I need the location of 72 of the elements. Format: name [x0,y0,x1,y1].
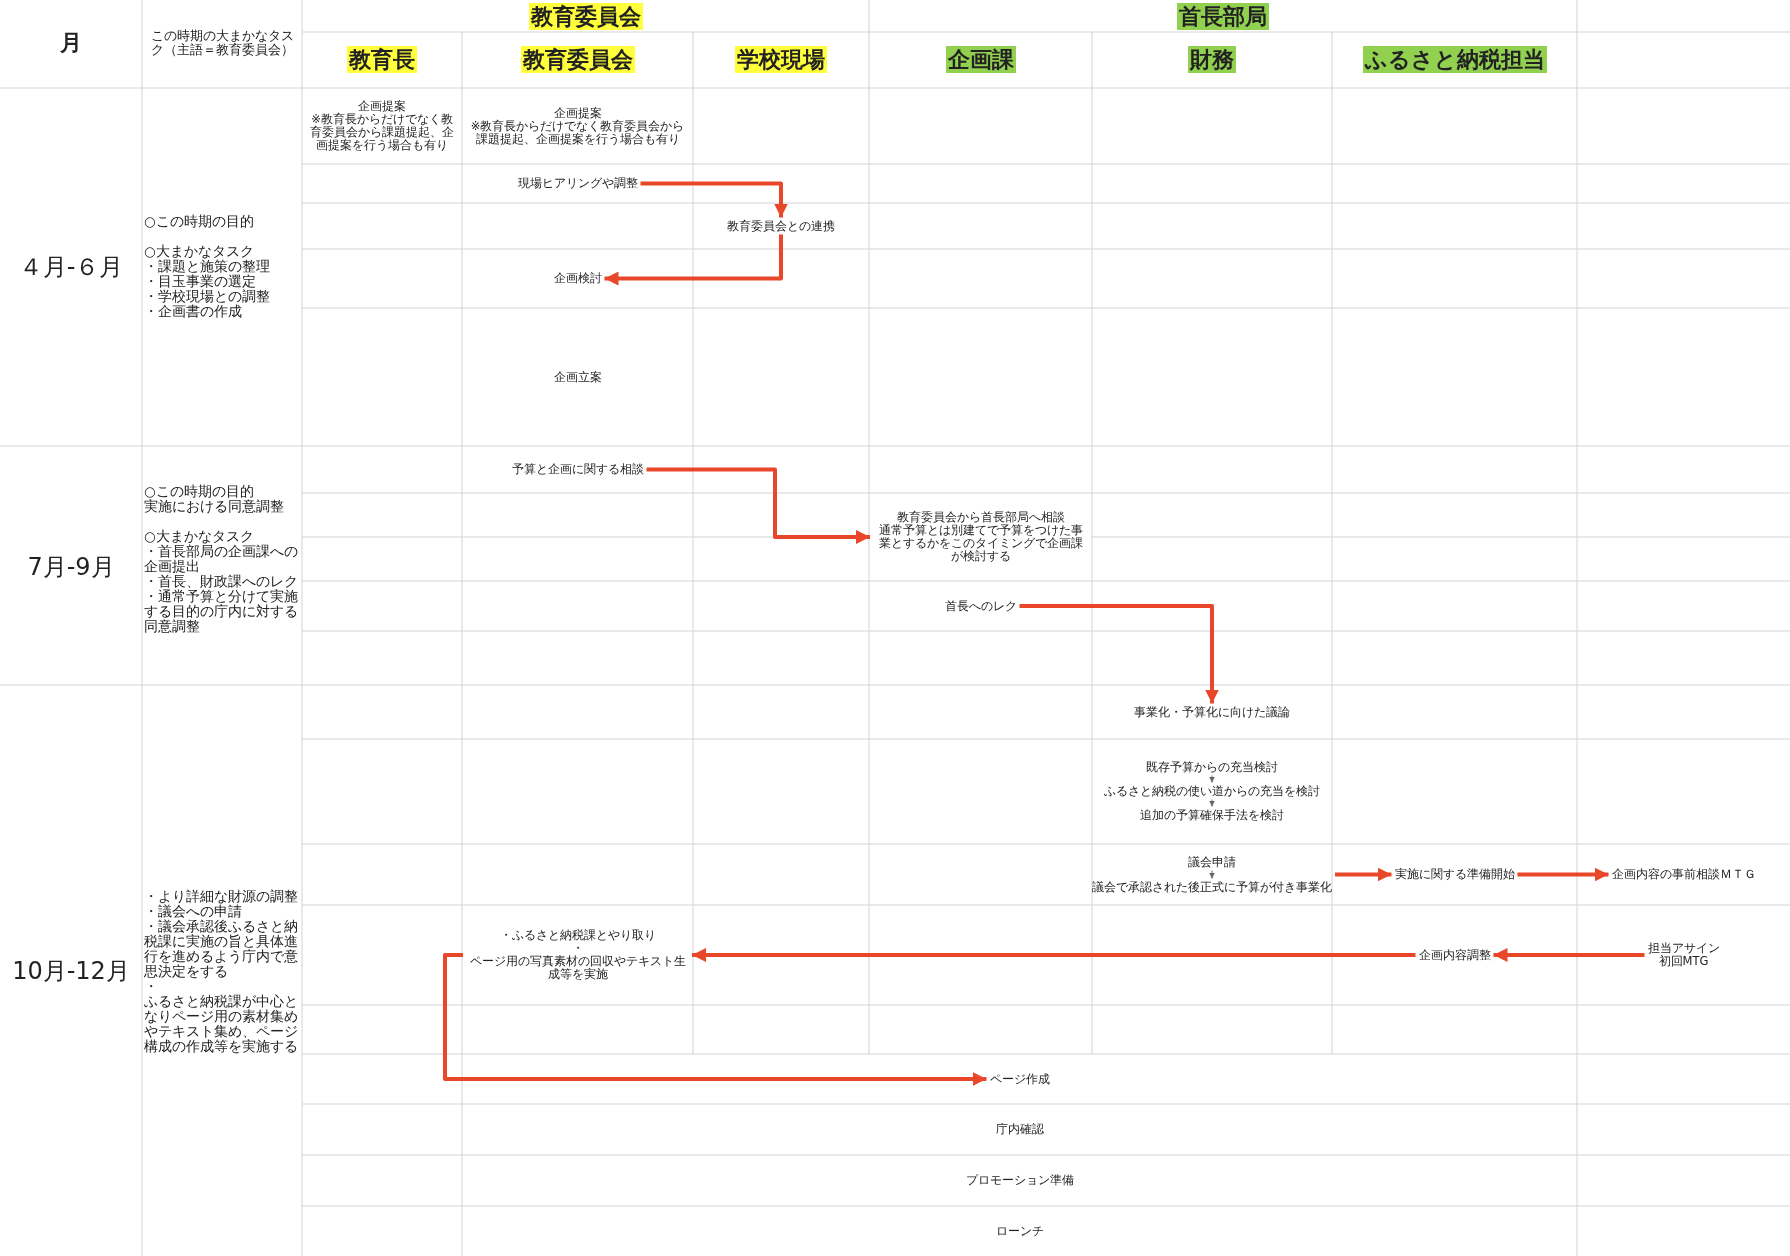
task-text: 首長へのレク [941,597,1020,615]
task-note: ・通常予算と分けて実施する目的の庁内に対する同意調整 [144,589,298,634]
arrow [443,953,987,1086]
task-text: 事業化・予算化に向けた議論 [1131,703,1293,721]
task-text: 教育委員会との連携 [724,217,838,235]
task-text: 教育委員会から首長部局へ相談 [895,511,1066,524]
task-text: ふるさと納税の使い道からの充当を検討 [1101,782,1323,800]
column-header: 財務 [1188,45,1236,73]
task-note: ・議会への申請 [144,904,243,919]
task-text: 企画内容調整 [1415,946,1494,964]
task-note: ・首長部局の企画課への企画提出 [144,544,298,574]
task-text: ※教育長からだけでなく教育委員会から課題提起、企画提案を行う場合も有り [309,113,455,152]
task-text: 庁内確認 [992,1121,1047,1138]
task-note: ・課題と施策の整理 [144,259,271,274]
task-text: 担当アサイン [1647,942,1720,955]
column-header: 教育長 [347,45,417,73]
period-label: 7月-9月 [27,552,115,583]
task-text: 初回MTG [1657,955,1710,968]
arrow [1493,948,1645,962]
task-note: ○この時期の目的 [144,484,255,499]
task-text: 追加の予算確保手法を検討 [1137,806,1287,824]
task-text: 議会で承認された後正式に予算が付き事業化 [1089,878,1335,896]
task-text: プロモーション準備 [962,1172,1077,1189]
task-text: ※教育長からだけでなく教育委員会から課題提起、企画提案を行う場合も有り [469,119,686,146]
arrow [1209,799,1215,807]
arrow [1209,775,1215,783]
arrow [604,234,783,286]
task-text: ページ作成 [986,1070,1053,1088]
arrow [1209,870,1215,879]
task-note: ・目玉事業の選定 [144,274,257,289]
task-text: 現場ヒアリングや調整 [514,175,641,192]
task-text: 企画検討 [550,270,605,287]
column-header: この時期の大まかなタスク（主語＝教育委員会） [150,29,294,57]
task-text: 企画提案 [358,100,407,113]
task-note: ・企画書の作成 [144,304,243,319]
column-header: 月 [60,28,82,57]
task-note: ・首長、財政課へのレク [144,574,298,589]
arrow [1019,604,1219,704]
arrow [646,467,870,544]
task-note: ○大まかなタスク [144,529,255,544]
task-text: 実施に関する準備開始 [1391,866,1518,883]
task-text: 企画内容の事前相談ＭＴＧ [1608,866,1759,883]
task-note: 実施における同意調整 [144,499,285,514]
task-note: ふるさと納税課が中心となりページ用の素材集めやテキスト集め、ページ構成の作成等を実施する [144,994,298,1054]
task-text: 既存予算からの充当検討 [1143,758,1281,776]
task-text: ・ふるさと納税課とやり取り [498,929,657,942]
arrow [692,948,1416,962]
period-label: ４月-６月 [18,252,124,283]
arrow [1335,867,1392,882]
task-note: ・議会承認後ふるさと納税課に実施の旨と具体進行を進めるよう庁内で意思決定をする [144,919,298,979]
task-note: ・学校現場との調整 [144,289,271,304]
task-text: 通常予算とは別建てで予算をつけた事業とするかをこのタイミングで企画課が検討する [877,524,1084,563]
task-text: ・ [570,942,585,955]
task-note: ○大まかなタスク [144,244,254,259]
group-header: 首長部局 [1177,2,1269,30]
group-header: 教育委員会 [528,2,643,30]
task-note: ・ [144,979,159,994]
task-text: 企画立案 [550,368,605,386]
period-label: 10月-12月 [12,956,130,987]
task-note: ○この時期の目的 [144,214,255,229]
task-text: 企画提案 [552,106,603,120]
task-text: ページ用の写真素材の回収やテキスト生成等を実施 [468,955,687,981]
task-text: 議会申請 [1185,853,1239,871]
task-text: ローンチ [992,1222,1047,1240]
task-note: ・より詳細な財源の調整 [144,889,298,904]
column-header: ふるさと納税担当 [1362,45,1547,73]
arrow [640,181,788,218]
column-header: 教育委員会 [520,45,635,73]
column-header: 学校現場 [735,45,827,73]
column-header: 企画課 [945,45,1016,73]
arrow [1517,867,1609,882]
task-text: 予算と企画に関する相談 [508,461,647,478]
